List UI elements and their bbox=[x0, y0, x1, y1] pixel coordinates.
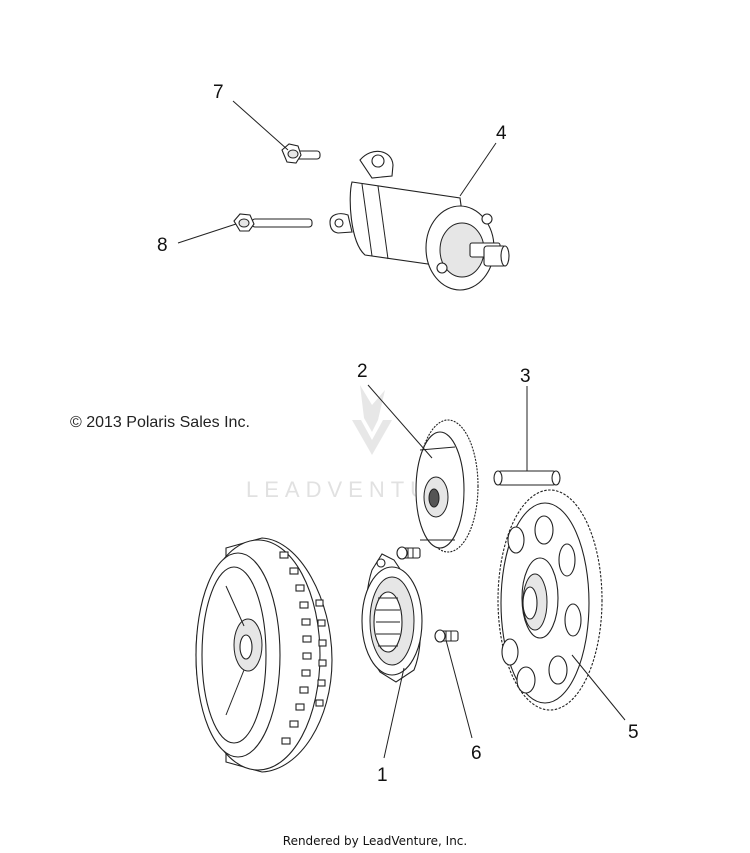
screw bbox=[396, 546, 421, 560]
footer-credit: Rendered by LeadVenture, Inc. bbox=[282, 834, 468, 848]
callout-3: 3 bbox=[520, 366, 531, 387]
callout-6: 6 bbox=[471, 743, 482, 764]
callout-1: 1 bbox=[377, 765, 388, 786]
part-2-idler-gear bbox=[415, 419, 479, 553]
part-1-starter-clutch bbox=[361, 553, 423, 683]
callout-2: 2 bbox=[357, 361, 368, 382]
leader-lines bbox=[177, 100, 626, 759]
copyright-notice: © 2013 Polaris Sales Inc. bbox=[70, 414, 250, 431]
callout-4: 4 bbox=[496, 123, 507, 144]
flywheel bbox=[195, 537, 333, 773]
callout-5: 5 bbox=[628, 722, 639, 743]
callout-7: 7 bbox=[213, 82, 224, 103]
part-3-shaft bbox=[493, 470, 561, 486]
ring-gear-teeth bbox=[279, 551, 327, 745]
part-5-starter-gear bbox=[497, 489, 603, 711]
callout-8: 8 bbox=[157, 235, 168, 256]
part-8-bolt bbox=[233, 213, 313, 232]
part-6-screw bbox=[434, 629, 459, 643]
part-7-bolt bbox=[281, 143, 321, 164]
part-4-starter-motor bbox=[329, 150, 510, 291]
